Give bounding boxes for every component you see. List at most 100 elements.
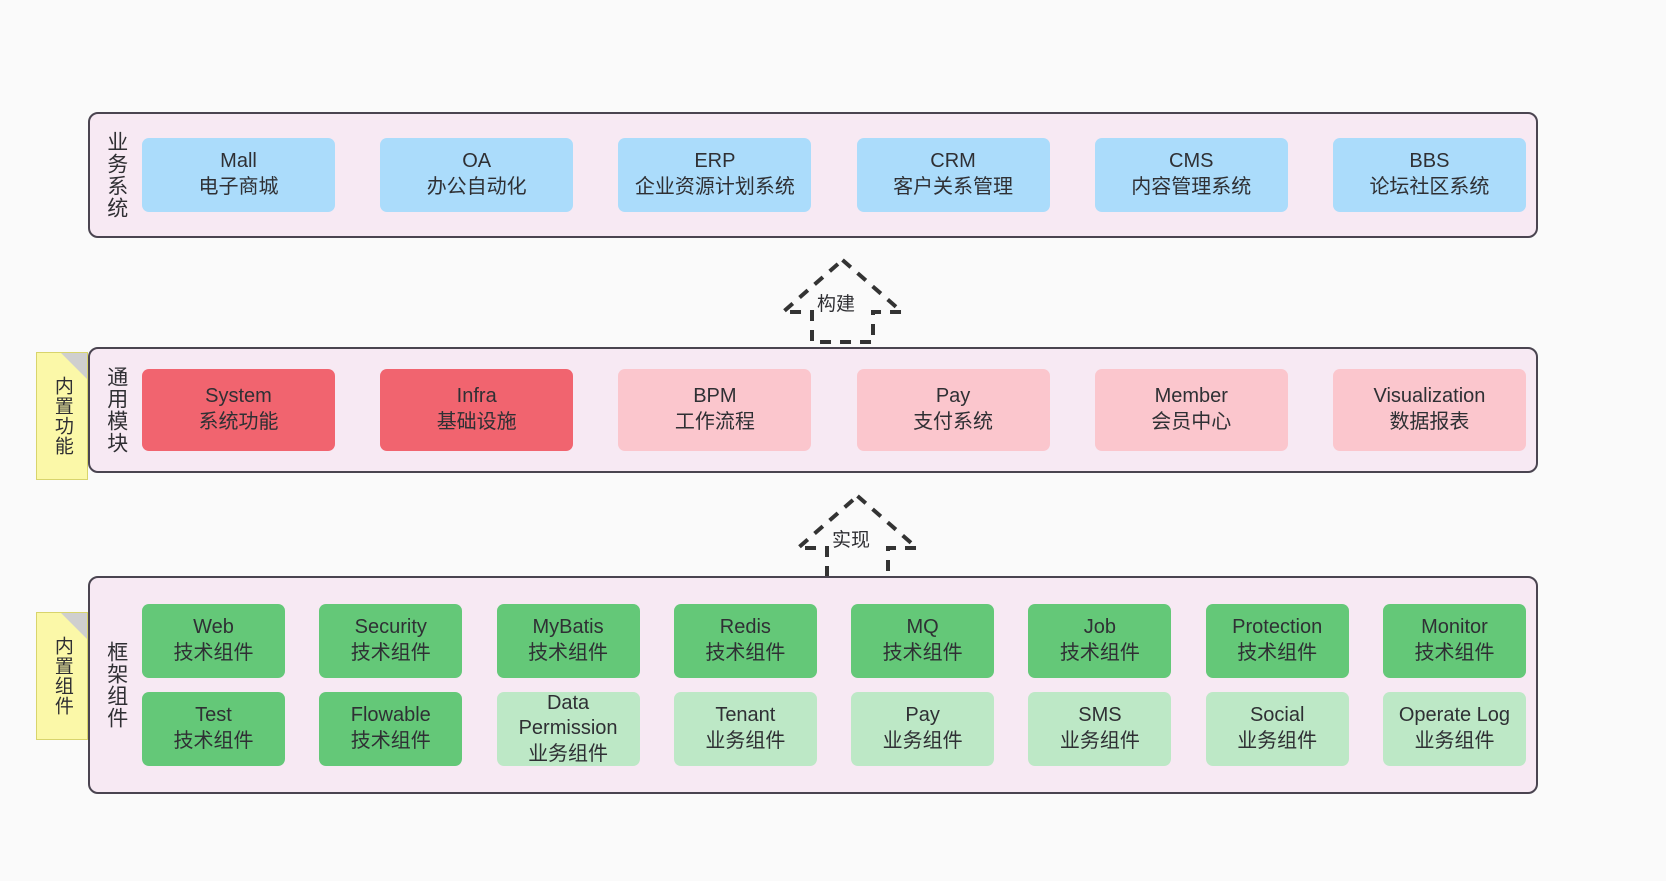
note-fold-corner-icon [61,613,87,639]
node-pay-component[interactable]: Pay 业务组件 [851,692,995,766]
node-subtitle: 技术组件 [1414,642,1495,664]
node-subtitle: 客户关系管理 [893,176,1014,198]
layer-body-common: System 系统功能 Infra 基础设施 BPM 工作流程 Pay 支付系统… [136,357,1526,463]
node-row: System 系统功能 Infra 基础设施 BPM 工作流程 Pay 支付系统… [142,369,1526,451]
node-subtitle: 会员中心 [1151,411,1232,433]
node-web[interactable]: Web 技术组件 [142,604,285,678]
node-subtitle: 业务组件 [1237,730,1318,752]
layer-title-business: 业务系统 [104,131,128,219]
node-title: Pay [905,704,940,727]
connector-build: 构建 [755,256,930,346]
node-social[interactable]: Social 业务组件 [1205,692,1349,766]
node-title: Redis [719,616,771,639]
note-builtin-function[interactable]: 内置功能 [36,352,88,480]
node-test[interactable]: Test 技术组件 [142,692,285,766]
node-erp[interactable]: ERP 企业资源计划系统 [618,138,812,212]
node-title: Data [546,691,590,714]
node-title: OA [462,150,492,173]
node-subtitle: 数据报表 [1389,411,1470,433]
node-title: Pay [935,385,971,408]
node-title: Member [1154,385,1228,408]
node-title: BBS [1409,150,1450,173]
node-oa[interactable]: OA 办公自动化 [380,138,574,212]
node-subtitle: 电子商城 [198,176,279,198]
node-bpm[interactable]: BPM 工作流程 [618,369,812,451]
node-row: Mall 电子商城 OA 办公自动化 ERP 企业资源计划系统 CRM 客户关系… [142,138,1526,212]
node-title: Tenant [715,704,776,727]
node-title-line2: Permission [518,717,618,740]
node-row: Test 技术组件 Flowable 技术组件 Data Permission … [142,692,1526,766]
node-title: Security [354,616,427,639]
node-subtitle: 技术组件 [705,642,786,664]
node-operate-log[interactable]: Operate Log 业务组件 [1382,692,1526,766]
node-subtitle: 企业资源计划系统 [634,176,795,198]
node-cms[interactable]: CMS 内容管理系统 [1094,138,1288,212]
node-infra[interactable]: Infra 基础设施 [380,369,574,451]
node-subtitle: 工作流程 [674,411,755,433]
node-tenant[interactable]: Tenant 业务组件 [673,692,817,766]
node-title: BPM [693,385,737,408]
node-title: Test [195,704,232,727]
node-pay[interactable]: Pay 支付系统 [856,369,1050,451]
node-title: System [205,385,272,408]
node-mybatis[interactable]: MyBatis 技术组件 [496,604,640,678]
node-row: Web 技术组件 Security 技术组件 MyBatis 技术组件 Redi… [142,604,1526,678]
node-subtitle: 业务组件 [1059,730,1140,752]
node-title: Infra [456,385,497,408]
node-subtitle: 系统功能 [198,411,279,433]
node-protection[interactable]: Protection 技术组件 [1205,604,1349,678]
node-system[interactable]: System 系统功能 [142,369,335,451]
node-title: ERP [694,150,736,173]
node-bbs[interactable]: BBS 论坛社区系统 [1332,138,1526,212]
node-subtitle: 技术组件 [173,730,254,752]
node-subtitle: 技术组件 [173,642,254,664]
note-text: 内置功能 [51,376,73,456]
node-subtitle: 支付系统 [913,411,994,433]
node-flowable[interactable]: Flowable 技术组件 [319,692,463,766]
node-title: MyBatis [532,616,604,639]
node-sms[interactable]: SMS 业务组件 [1028,692,1172,766]
node-subtitle: 业务组件 [882,730,963,752]
connector-implement: 实现 [770,492,945,582]
node-subtitle: 内容管理系统 [1131,176,1252,198]
node-title: CRM [930,150,976,173]
node-title: Monitor [1421,616,1488,639]
note-fold-corner-icon [61,353,87,379]
node-title: SMS [1078,704,1122,727]
node-monitor[interactable]: Monitor 技术组件 [1382,604,1526,678]
node-job[interactable]: Job 技术组件 [1028,604,1172,678]
node-crm[interactable]: CRM 客户关系管理 [856,138,1050,212]
node-redis[interactable]: Redis 技术组件 [673,604,817,678]
node-subtitle: 基础设施 [436,411,517,433]
layer-business-systems: 业务系统 Mall 电子商城 OA 办公自动化 ERP 企业资源计划系统 CRM… [88,112,1538,238]
node-subtitle: 业务组件 [528,742,609,765]
node-visualization[interactable]: Visualization 数据报表 [1332,369,1526,451]
node-data-permission[interactable]: Data Permission 业务组件 [496,691,640,766]
note-builtin-component[interactable]: 内置组件 [36,612,88,740]
node-title: Web [193,616,234,639]
node-title: CMS [1169,150,1214,173]
layer-framework-components: 框架组件 Web 技术组件 Security 技术组件 MyBatis 技术组件… [88,576,1538,794]
layer-title-common: 通用模块 [104,366,128,454]
layer-body-business: Mall 电子商城 OA 办公自动化 ERP 企业资源计划系统 CRM 客户关系… [136,122,1526,228]
connector-label-build: 构建 [817,294,856,315]
node-title: Mall [220,150,257,173]
node-security[interactable]: Security 技术组件 [319,604,463,678]
note-text: 内置组件 [51,636,73,716]
layer-body-framework: Web 技术组件 Security 技术组件 MyBatis 技术组件 Redi… [136,586,1526,784]
node-mall[interactable]: Mall 电子商城 [142,138,335,212]
node-subtitle: 办公自动化 [426,176,527,198]
layer-common-modules: 通用模块 System 系统功能 Infra 基础设施 BPM 工作流程 Pay… [88,347,1538,473]
node-member[interactable]: Member 会员中心 [1094,369,1288,451]
node-mq[interactable]: MQ 技术组件 [851,604,995,678]
node-subtitle: 技术组件 [350,642,431,664]
node-title: Visualization [1373,385,1486,408]
node-subtitle: 技术组件 [1237,642,1318,664]
node-title: Flowable [350,704,431,727]
node-title: Operate Log [1398,704,1511,727]
node-subtitle: 业务组件 [705,730,786,752]
node-subtitle: 技术组件 [350,730,431,752]
node-title: Protection [1232,616,1323,639]
node-title: Job [1083,616,1117,639]
